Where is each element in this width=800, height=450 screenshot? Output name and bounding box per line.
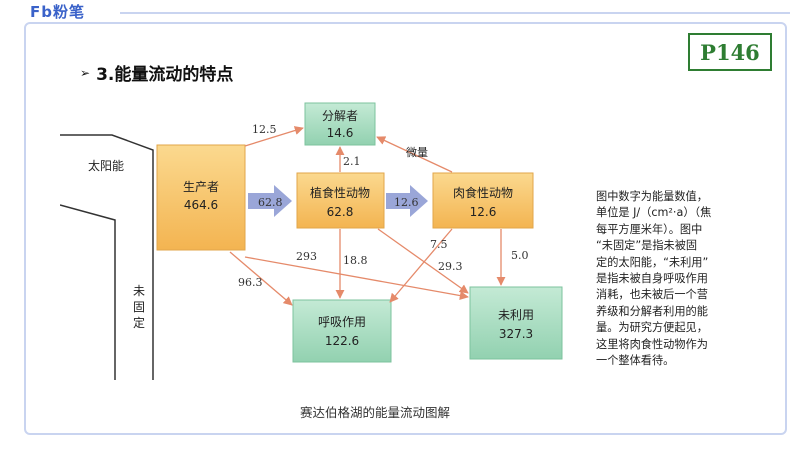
top-divider [120, 12, 790, 14]
energy-flow-diagram: 太阳能 未 固 定 生产者 464.6 植食性动物 62.8 肉食性动物 12.… [60, 102, 563, 380]
producer-box [156, 144, 246, 251]
producer-value: 464.6 [184, 198, 218, 212]
section-title: ➢ 3.能量流动的特点 [80, 60, 233, 85]
note-line: “未固定”是指未被固 [596, 239, 698, 253]
respiration-box [292, 299, 392, 363]
flow-herbivore-unused: 29.3 [438, 260, 463, 273]
page-number-badge: P146 [688, 33, 772, 71]
unused-value: 327.3 [499, 327, 533, 341]
unused-box [469, 286, 563, 360]
arrow-producer-unused [244, 256, 469, 301]
note-line: 量。为研究方便起见， [596, 321, 708, 335]
flow-carnivore-unused: 5.0 [511, 249, 529, 262]
brand-logo: Fb粉笔 [30, 3, 85, 21]
herbivore-value: 62.8 [327, 205, 354, 219]
carnivore-box [432, 172, 534, 229]
flow-producer-herbivore: 62.8 [258, 196, 283, 209]
sun-label: 太阳能 [88, 158, 124, 173]
respiration-name: 呼吸作用 [318, 315, 366, 329]
herbivore-to-carnivore-arrow [386, 185, 428, 217]
flow-herbivore-respiration: 18.8 [343, 254, 368, 267]
note-line: 定的太阳能，“未利用” [596, 255, 709, 269]
note-line: 每平方厘米年）。图中 [596, 222, 703, 236]
arrow-producer-decomposer [244, 126, 304, 147]
note-line: 是指未被自身呼吸作用 [596, 272, 708, 286]
flow-herbivore-decomposer: 2.1 [343, 155, 361, 168]
bullet-arrow-icon: ➢ [80, 65, 91, 80]
note-line: 图中数字为能量数值， [596, 190, 708, 203]
unfixed-boundary-line [60, 204, 116, 380]
note-line: 消耗，也未被后一个营 [596, 288, 708, 302]
note-line: 这里将肉食性动物作为 [596, 337, 708, 351]
decomposer-name: 分解者 [322, 109, 358, 123]
note-line: 单位是 J/（cm²·a）（焦 [596, 206, 712, 220]
sun-boundary-line [60, 134, 154, 380]
flow-carnivore-decomposer: 微量 [406, 145, 428, 159]
herbivore-box [296, 172, 385, 229]
carnivore-name: 肉食性动物 [453, 185, 513, 200]
flow-producer-unused: 293 [296, 250, 317, 263]
top-bar: Fb粉笔 [0, 0, 800, 22]
decomposer-box [304, 102, 376, 146]
flow-producer-decomposer: 12.5 [252, 123, 277, 136]
flow-producer-respiration: 96.3 [238, 276, 263, 289]
unfixed-label-1: 未 [133, 284, 145, 298]
arrow-carnivore-decomposer [376, 136, 453, 173]
arrow-producer-respiration [229, 251, 293, 306]
slide-frame [24, 22, 787, 435]
carnivore-value: 12.6 [470, 205, 497, 219]
herbivore-name: 植食性动物 [310, 185, 370, 200]
arrow-carnivore-respiration [389, 228, 453, 303]
unfixed-label-2: 固 [133, 300, 145, 314]
flow-herbivore-carnivore: 12.6 [394, 196, 419, 209]
arrow-herbivore-unused [377, 228, 469, 294]
note-line: 养级和分解者利用的能 [596, 304, 708, 318]
decomposer-value: 14.6 [327, 126, 354, 140]
flow-carnivore-respiration: 7.5 [430, 238, 448, 251]
producer-to-herbivore-arrow [248, 185, 292, 217]
unfixed-label-3: 定 [133, 315, 145, 330]
note-line: 一个整体看待。 [596, 354, 675, 368]
unused-name: 未利用 [498, 308, 534, 322]
explanation-note: 图中数字为能量数值， 单位是 J/（cm²·a）（焦每平方厘米年）。图中 “未固定”… [596, 189, 746, 369]
section-title-text: 3.能量流动的特点 [96, 65, 234, 85]
diagram-caption: 赛达伯格湖的能量流动图解 [300, 405, 451, 420]
respiration-value: 122.6 [325, 334, 359, 348]
producer-name: 生产者 [183, 180, 219, 194]
